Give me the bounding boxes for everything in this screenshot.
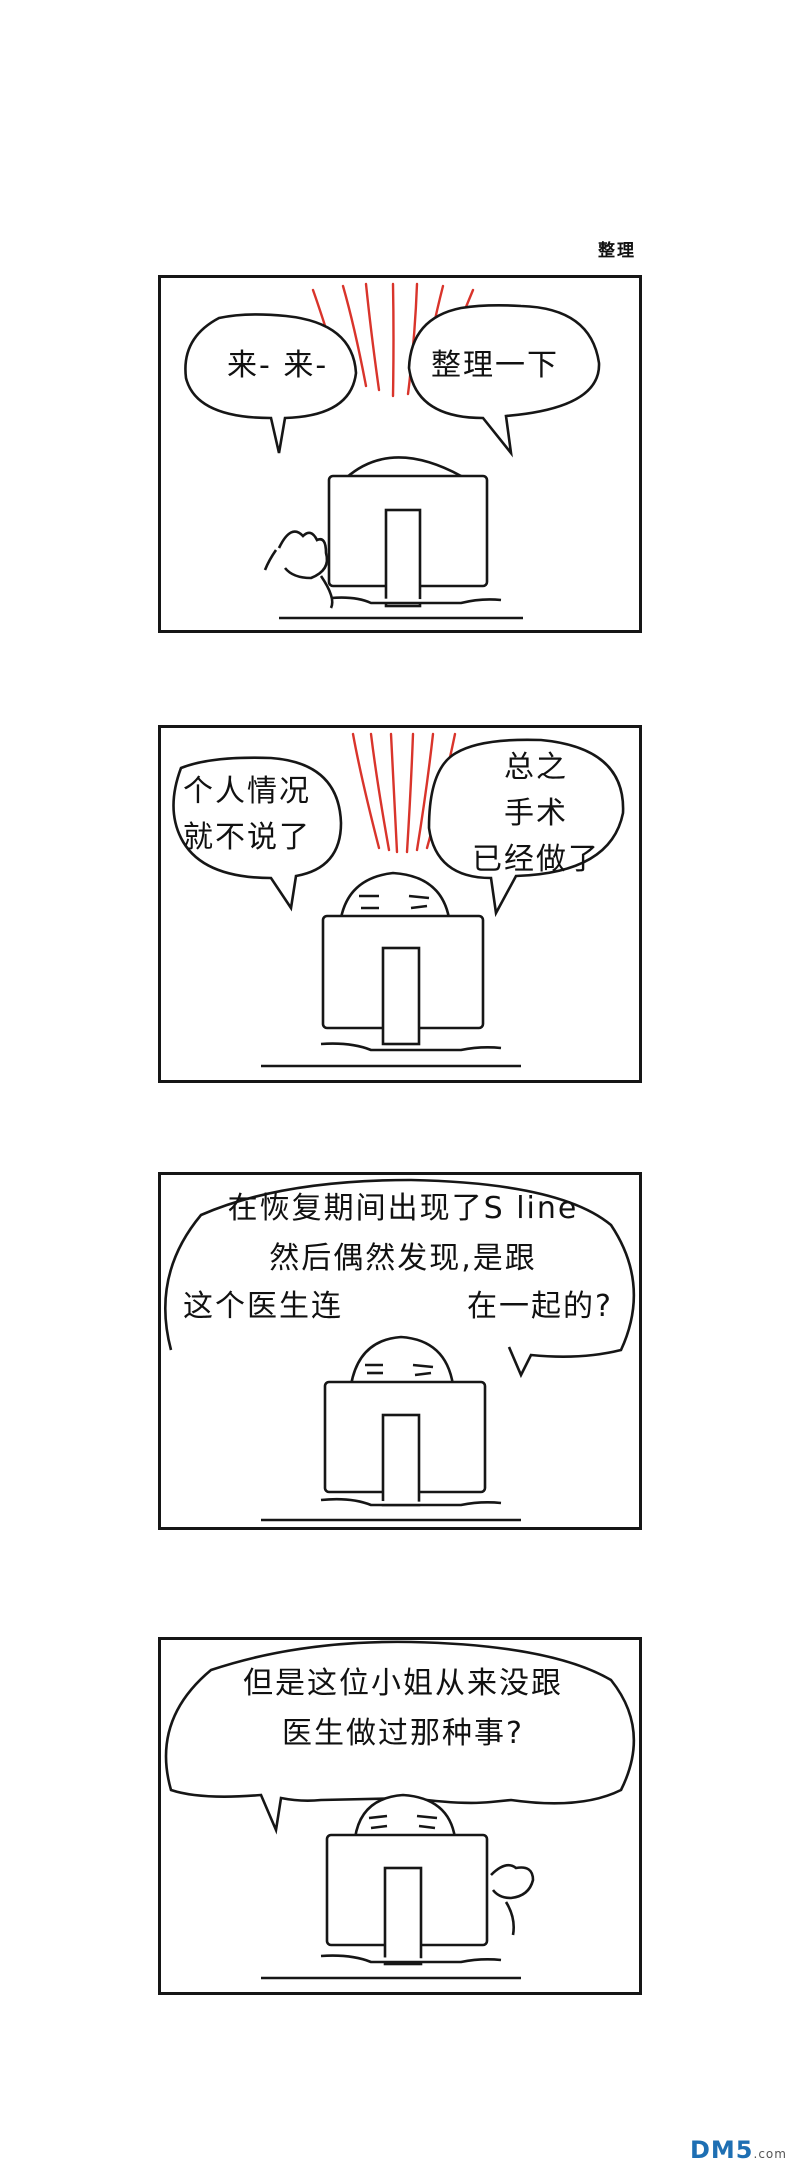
panel-1-drawing — [184, 282, 601, 620]
comic-panel-3: 在恢复期间出现了S line 然后偶然发现,是跟 这个医生连 在一起的? — [158, 1172, 642, 1530]
narration-line-1: 在恢复期间出现了S line — [227, 1191, 579, 1226]
site-watermark: DM5.com — [690, 2136, 787, 2164]
comic-panel-2: 个人情况 就不说了 总之 手术 已经做了 — [158, 725, 642, 1083]
bubble-left-line-2: 就不说了 — [183, 820, 311, 855]
bubble-right-line-3: 已经做了 — [472, 842, 600, 877]
watermark-brand: DM5 — [690, 2136, 754, 2164]
comic-panel-1: 来- 来- 整理一下 — [158, 275, 642, 633]
bubble-right-line-1: 总之 — [504, 750, 568, 785]
narration-line-3-right: 在一起的? — [467, 1289, 613, 1324]
page-title: 整理 — [598, 241, 636, 261]
narration-line-3-left: 这个医生连 — [183, 1289, 343, 1324]
bubble-right-line-2: 手术 — [504, 796, 568, 831]
narration-line-2: 医生做过那种事? — [282, 1716, 524, 1751]
panel-3-drawing — [164, 1178, 636, 1522]
panel-4-drawing — [164, 1640, 636, 1980]
narration-line-1: 但是这位小姐从来没跟 — [243, 1666, 563, 1701]
bubble-left-text: 来- 来- — [227, 348, 329, 383]
comic-panel-4: 但是这位小姐从来没跟 医生做过那种事? — [158, 1637, 642, 1995]
watermark-sub: .com — [753, 2147, 787, 2161]
narration-line-2: 然后偶然发现,是跟 — [269, 1241, 537, 1276]
panel-2-drawing — [172, 732, 625, 1068]
bubble-right-text: 整理一下 — [431, 348, 559, 383]
bubble-left-line-1: 个人情况 — [183, 774, 311, 809]
